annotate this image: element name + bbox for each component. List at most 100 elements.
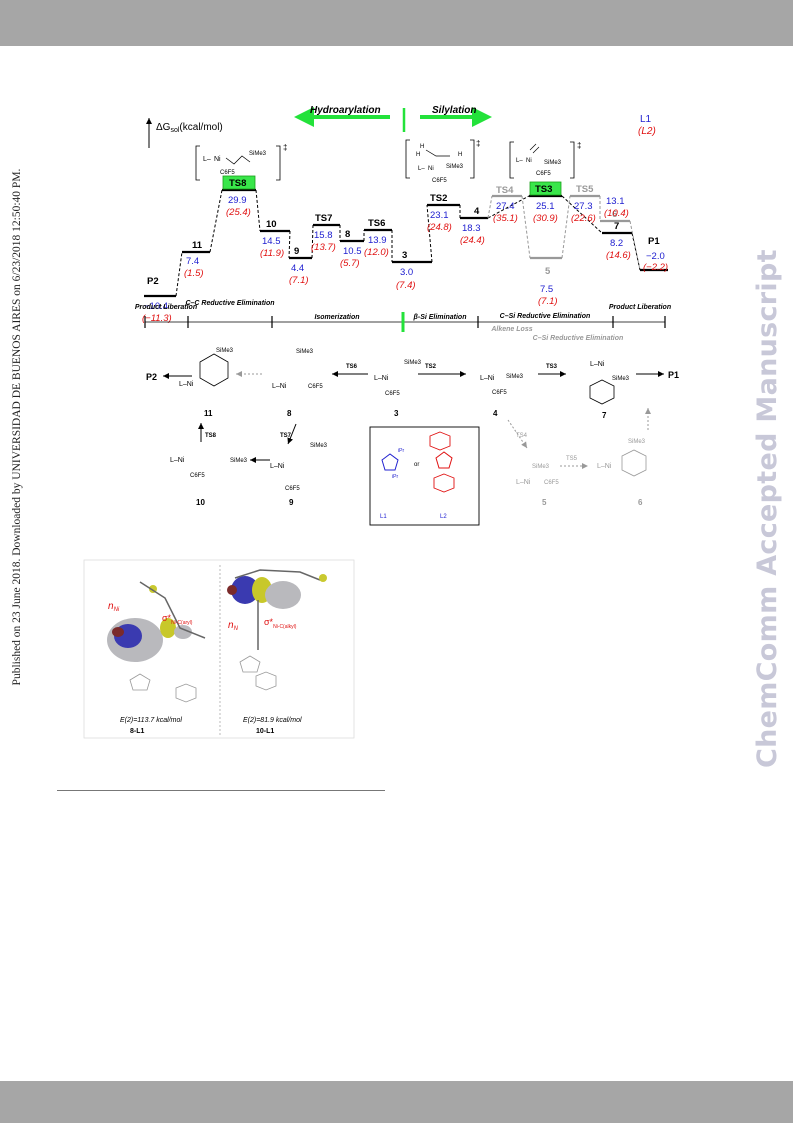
svg-text:iPr: iPr [398,448,404,454]
svg-text:L2: L2 [440,514,447,520]
svg-text:(7.1): (7.1) [538,296,558,307]
svg-text:Ni: Ni [428,166,434,172]
reaction-scheme: P2 L–Ni SiMe3 11 SiMe3 L–Ni C6F5 8 TS6 S… [146,348,679,507]
grey-connectors [487,195,641,271]
svg-text:SiMe3: SiMe3 [404,360,422,366]
svg-text:13.1: 13.1 [606,196,625,207]
svg-text:TS6: TS6 [346,364,358,370]
svg-text:4: 4 [493,409,498,418]
svg-text:L–: L– [203,156,211,163]
svg-text:C6F5: C6F5 [432,178,447,184]
svg-text:C6F5: C6F5 [492,390,507,396]
svg-text:(12.0): (12.0) [364,247,389,258]
svg-text:L–Ni: L–Ni [272,383,287,390]
orbital-panel: nNi σ*Ni-C(aryl) E(2)=113.7 kcal/mol 8-L… [83,559,355,739]
svg-text:TS2: TS2 [425,364,437,370]
svg-text:TS3: TS3 [546,364,558,370]
svg-text:23.1: 23.1 [430,210,449,221]
svg-text:(5.7): (5.7) [340,258,360,269]
svg-text:(−11.3): (−11.3) [142,313,172,324]
svg-text:(1.5): (1.5) [184,268,204,279]
svg-text:E(2)=113.7 kcal/mol: E(2)=113.7 kcal/mol [120,717,182,724]
svg-text:H: H [416,152,420,158]
svg-text:SiMe3: SiMe3 [249,151,267,157]
svg-text:L1: L1 [380,514,387,520]
svg-text:(24.8): (24.8) [427,222,452,233]
svg-text:E(2)=81.9 kcal/mol: E(2)=81.9 kcal/mol [243,717,302,724]
energy-levels [144,188,668,298]
svg-text:SiMe3: SiMe3 [532,464,550,470]
svg-text:(25.4): (25.4) [226,207,251,218]
svg-text:14.5: 14.5 [262,236,281,247]
svg-text:or: or [414,462,419,468]
svg-text:6: 6 [612,209,617,220]
svg-text:‡: ‡ [283,143,287,152]
svg-text:(14.6): (14.6) [606,250,631,261]
svg-text:nNi: nNi [108,601,120,613]
svg-text:C6F5: C6F5 [190,473,205,479]
header-band [0,0,793,46]
svg-text:TS7: TS7 [280,433,292,439]
svg-text:(24.4): (24.4) [460,235,485,246]
svg-text:nN: nN [228,620,239,632]
footnote-rule [57,790,385,791]
svg-text:L–Ni: L–Ni [516,479,531,486]
svg-text:β-Si Elimination: β-Si Elimination [413,314,467,321]
stage-bar: Product Liberation C–C Reductive Elimina… [135,300,671,342]
svg-text:P2: P2 [147,276,159,287]
svg-text:(7.1): (7.1) [289,275,309,286]
svg-text:L–Ni: L–Ni [270,463,285,470]
svg-text:L–Ni: L–Ni [597,463,612,470]
svg-text:TS2: TS2 [430,193,447,204]
svg-text:C6F5: C6F5 [220,170,235,176]
svg-text:TS7: TS7 [315,213,332,224]
svg-text:4.4: 4.4 [291,263,304,274]
svg-text:SiMe3: SiMe3 [544,160,562,166]
svg-text:TS5: TS5 [566,456,578,462]
level-connectors [175,189,641,297]
svg-text:Product Liberation: Product Liberation [609,304,671,311]
svg-text:L–Ni: L–Ni [590,361,605,368]
svg-text:(7.4): (7.4) [396,280,416,291]
svg-text:‡: ‡ [577,141,581,150]
level-annotations: P2 −10.4 (−11.3) 11 7.4 (1.5) TS8 29.9 (… [142,178,668,324]
svg-text:(13.7): (13.7) [311,242,336,253]
svg-text:SiMe3: SiMe3 [628,439,646,445]
svg-text:L–Ni: L–Ni [179,381,194,388]
svg-text:σ*Ni-C(aryl): σ*Ni-C(aryl) [162,613,193,626]
svg-text:C6F5: C6F5 [385,391,400,397]
svg-text:(22.6): (22.6) [571,213,596,224]
silylation-label: Silylation [432,105,476,116]
svg-text:(10.4): (10.4) [604,208,629,219]
svg-text:Isomerization: Isomerization [314,314,359,321]
svg-text:‡: ‡ [476,139,480,148]
svg-text:25.1: 25.1 [536,201,555,212]
svg-text:C6F5: C6F5 [544,480,559,486]
svg-text:27.4: 27.4 [496,201,515,212]
svg-text:10-L1: 10-L1 [256,728,274,735]
svg-text:(35.1): (35.1) [493,213,518,224]
svg-text:C–Si Reductive Elimination: C–Si Reductive Elimination [500,313,591,320]
svg-text:SiMe3: SiMe3 [216,348,234,354]
svg-text:10: 10 [196,498,205,507]
svg-text:3: 3 [394,409,399,418]
svg-text:4: 4 [474,206,480,217]
svg-text:3.0: 3.0 [400,267,413,278]
svg-text:H: H [420,144,424,150]
legend-l2: (L2) [638,126,656,137]
svg-text:Ni: Ni [214,156,221,163]
svg-text:29.9: 29.9 [228,195,247,206]
svg-text:8: 8 [345,229,350,240]
svg-text:SiMe3: SiMe3 [296,349,314,355]
svg-text:L–: L– [418,166,425,172]
svg-text:11: 11 [204,409,213,418]
svg-text:3: 3 [402,250,407,261]
svg-text:H: H [458,152,462,158]
svg-text:10: 10 [266,219,277,230]
svg-text:C6F5: C6F5 [285,486,300,492]
svg-text:7.4: 7.4 [186,256,199,267]
svg-text:8.2: 8.2 [610,238,623,249]
svg-text:P1: P1 [648,236,660,247]
svg-text:C–C Reductive Elimination: C–C Reductive Elimination [185,300,274,307]
svg-text:SiMe3: SiMe3 [612,376,630,382]
